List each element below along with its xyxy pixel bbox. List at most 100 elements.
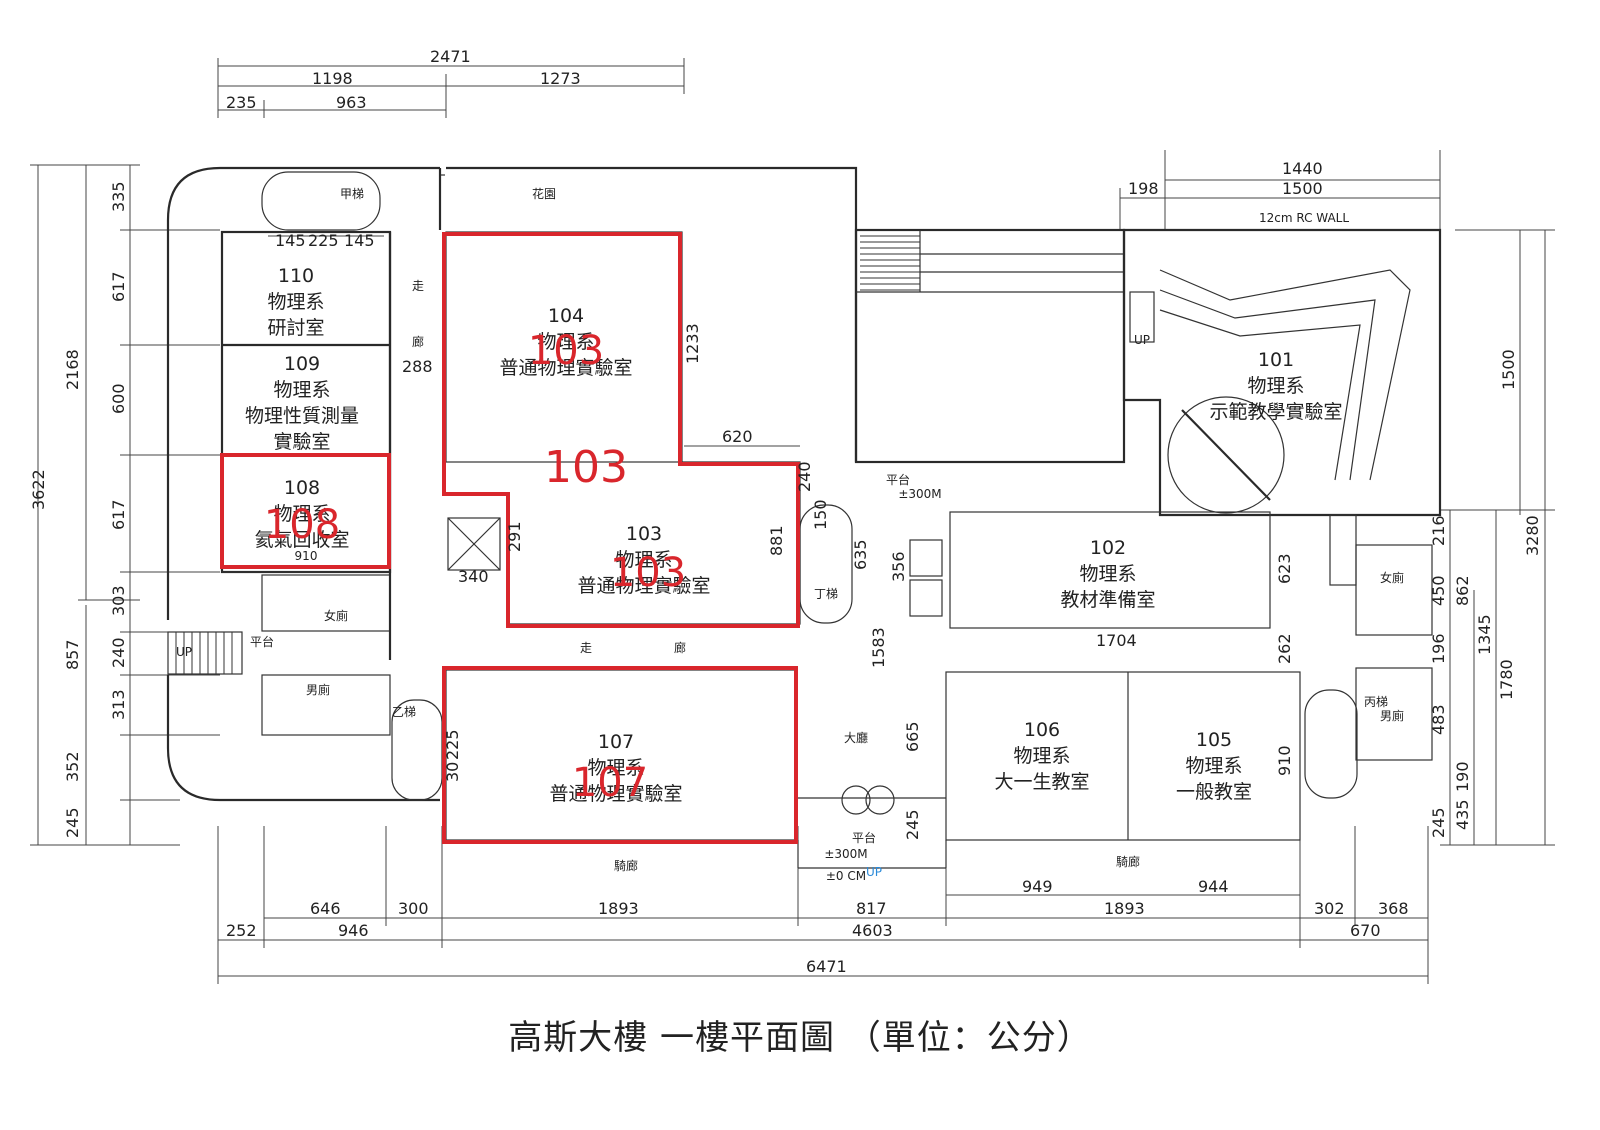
dim-145b: 145 [344, 231, 375, 250]
room-108-number: 108 [284, 477, 320, 499]
room-102-number: 102 [1090, 537, 1126, 559]
hall-label: 大廳 [844, 730, 868, 745]
dim-240b: 240 [795, 461, 814, 492]
dim-910-label: 910 [295, 549, 318, 563]
dim-1198: 1198 [312, 69, 353, 88]
room-107-line2: 普通物理實驗室 [549, 783, 682, 805]
room-101-line1: 物理系 [1247, 375, 1304, 397]
room-104-line2: 普通物理實驗室 [499, 357, 632, 379]
room-105-number: 105 [1196, 729, 1232, 751]
dim-1780: 1780 [1497, 659, 1516, 700]
dim-245r: 245 [1429, 807, 1448, 838]
dim-1233: 1233 [683, 323, 702, 364]
room-105-line2: 一般教室 [1176, 781, 1252, 803]
up-label-1: UP [176, 645, 192, 659]
dim-352: 352 [63, 751, 82, 782]
dim-240: 240 [109, 637, 128, 668]
women-restroom-1: 女廁 [324, 608, 348, 623]
dim-145a: 145 [275, 231, 306, 250]
stair-c-label: 丙梯 [1364, 695, 1388, 709]
highlight-room-103-104 [442, 232, 800, 628]
dim-262: 262 [1275, 633, 1294, 664]
corridor-label-a: 走 [412, 279, 424, 293]
dim-1345: 1345 [1475, 614, 1494, 655]
dim-30: 30 [443, 762, 462, 782]
elevation-label-1: ±300M [898, 487, 941, 501]
dim-288: 288 [402, 357, 433, 376]
dim-302: 302 [1314, 899, 1345, 918]
dim-1893a: 1893 [598, 899, 639, 918]
room-107-number: 107 [598, 731, 634, 753]
highlight-numbers: 103 103 103 108 107 [264, 328, 686, 806]
bottom-dimensions: 646 300 1893 817 1893 302 368 949 944 25… [217, 826, 1429, 984]
dim-225: 225 [308, 231, 339, 250]
room-101-number: 101 [1258, 349, 1294, 371]
men-restroom-1: 男廁 [306, 682, 330, 697]
dim-946: 946 [338, 921, 369, 940]
room-109-line3: 實驗室 [273, 431, 330, 453]
red-label-107: 107 [572, 760, 648, 806]
dim-1704: 1704 [1096, 631, 1137, 650]
building-walls [166, 166, 1442, 869]
dim-949: 949 [1022, 877, 1053, 896]
room-104-line1: 物理系 [537, 331, 594, 353]
room-108-line1: 物理系 [273, 503, 330, 525]
dim-1500: 1500 [1282, 179, 1323, 198]
dim-3622: 3622 [29, 469, 48, 510]
dim-3280: 3280 [1523, 515, 1542, 556]
dim-646: 646 [310, 899, 341, 918]
dim-313: 313 [109, 689, 128, 720]
room-labels: 110 物理系 研討室 109 物理系 物理性質測量 實驗室 108 物理系 氦… [245, 265, 1343, 805]
misc-labels: 走 廊 走 廊 花園 丁梯 乙梯 丙梯 甲梯 平台 平台 平台 女廁 男廁 女廁… [176, 186, 1404, 883]
walkway-label-2: 騎廊 [1116, 854, 1140, 869]
room-105-line1: 物理系 [1185, 755, 1242, 777]
highlight-outlines [220, 232, 800, 844]
dim-4603: 4603 [852, 921, 893, 940]
room-103-number: 103 [626, 523, 662, 545]
room-106-line1: 物理系 [1013, 745, 1070, 767]
dim-216: 216 [1429, 515, 1448, 546]
room-103-line1: 物理系 [615, 549, 672, 571]
stair-b-label: 乙梯 [392, 705, 416, 719]
room-104-number: 104 [548, 305, 584, 327]
platform-label-1: 平台 [250, 634, 274, 649]
red-label-103: 103 [610, 550, 686, 596]
right-dimensions: 1500 3280 1345 1780 216 450 862 196 483 … [1429, 229, 1555, 846]
rc-wall-label: 12cm RC WALL [1259, 211, 1349, 225]
room-103-line2: 普通物理實驗室 [577, 575, 710, 597]
dim-235: 235 [226, 93, 257, 112]
dim-2168: 2168 [63, 349, 82, 390]
corridor-label-d: 廊 [674, 640, 686, 655]
dim-817: 817 [856, 899, 887, 918]
highlight-room-108 [220, 453, 391, 569]
room-109-line2: 物理性質測量 [245, 405, 359, 427]
room-107-line1: 物理系 [587, 757, 644, 779]
dim-1893b: 1893 [1104, 899, 1145, 918]
room-110-line2: 研討室 [267, 317, 324, 339]
corridor-label-b: 廊 [412, 334, 424, 349]
dim-368: 368 [1378, 899, 1409, 918]
dim-1583: 1583 [869, 627, 888, 668]
platform-label-3: 平台 [852, 830, 876, 845]
women-restroom-2: 女廁 [1380, 570, 1404, 585]
dim-623: 623 [1275, 553, 1294, 584]
dim-857: 857 [63, 639, 82, 670]
dim-620: 620 [722, 427, 753, 446]
room-108-line2: 氦氣回收室 [254, 529, 349, 551]
room-110-number: 110 [278, 265, 314, 287]
room-110-line1: 物理系 [267, 291, 324, 313]
dim-340: 340 [458, 567, 489, 586]
elevation-label-3: ±0 CM [826, 869, 866, 883]
dim-245c: 245 [903, 809, 922, 840]
dim-291: 291 [505, 521, 524, 552]
dim-303: 303 [109, 585, 128, 616]
room-109-number: 109 [284, 353, 320, 375]
dim-1500v: 1500 [1499, 349, 1518, 390]
dim-910b: 910 [1275, 745, 1294, 776]
dim-600: 600 [109, 383, 128, 414]
elevation-label-2: ±300M [824, 847, 867, 861]
dim-252: 252 [226, 921, 257, 940]
stair-a-label: 甲梯 [340, 187, 364, 201]
room-102-line2: 教材準備室 [1060, 589, 1155, 611]
